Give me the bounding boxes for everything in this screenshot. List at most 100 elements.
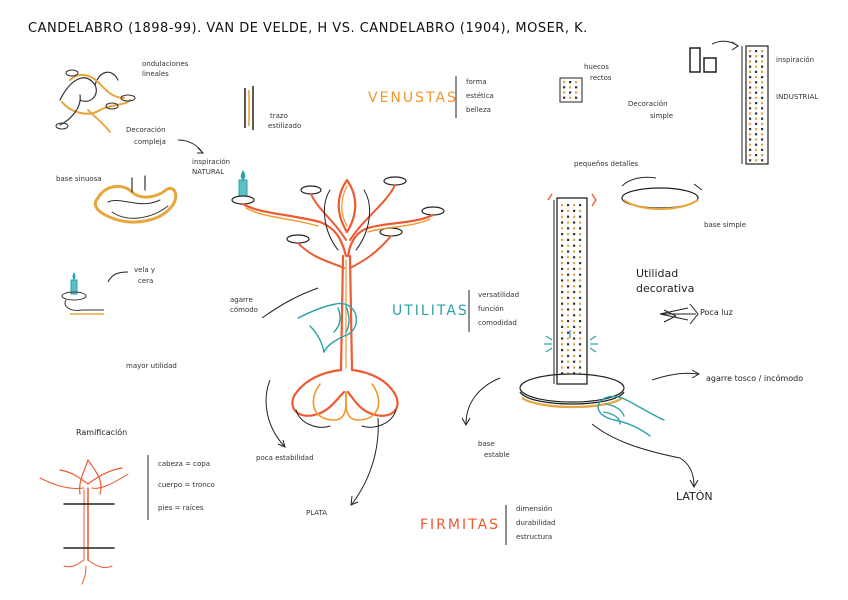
- column-hole: [573, 233, 576, 236]
- column-hole: [755, 96, 758, 99]
- column-hole: [573, 273, 576, 276]
- column-hole: [573, 244, 576, 247]
- note-agarre-2: cómodo: [230, 306, 258, 314]
- note-base-estable-1: base: [478, 440, 495, 448]
- utilitas-item-3: comodidad: [478, 319, 517, 327]
- column-hole: [561, 221, 564, 224]
- column-hole: [561, 366, 564, 369]
- column-hole: [569, 81, 572, 84]
- column-hole: [563, 91, 566, 94]
- column-hole: [573, 204, 576, 207]
- column-hole: [575, 91, 578, 94]
- column-hole: [749, 143, 752, 146]
- column-hole: [573, 221, 576, 224]
- note-decoracion-simple-2: simple: [650, 112, 674, 120]
- column-hole: [749, 65, 752, 68]
- column-hole: [755, 91, 758, 94]
- column-hole: [573, 238, 576, 241]
- column-hole: [561, 291, 564, 294]
- utilitas-item-2: función: [478, 305, 504, 313]
- column-hole: [569, 86, 572, 89]
- column-hole: [755, 138, 758, 141]
- column-hole: [561, 273, 564, 276]
- ramificacion-item-1: cabeza = copa: [158, 460, 211, 468]
- column-hole: [761, 65, 764, 68]
- column-hole: [567, 372, 570, 375]
- column-hole: [573, 302, 576, 305]
- column-hole: [567, 296, 570, 299]
- column-hole: [567, 366, 570, 369]
- column-hole: [761, 159, 764, 162]
- column-hole: [561, 256, 564, 259]
- column-hole: [561, 325, 564, 328]
- note-decoracion-1: Decoración: [126, 126, 166, 134]
- column-hole: [573, 366, 576, 369]
- column-hole: [761, 138, 764, 141]
- column-hole: [579, 372, 582, 375]
- note-decoracion-simple-1: Decoración: [628, 100, 668, 108]
- column-hole: [567, 308, 570, 311]
- column-hole: [567, 256, 570, 259]
- note-mayor-utilidad: mayor utilidad: [126, 362, 177, 370]
- column-hole: [761, 86, 764, 89]
- column-hole: [579, 267, 582, 270]
- column-hole: [561, 349, 564, 352]
- column-hole: [573, 320, 576, 323]
- column-hole: [755, 128, 758, 131]
- column-hole: [761, 133, 764, 136]
- column-hole: [579, 291, 582, 294]
- note-base-sinuosa: base sinuosa: [56, 175, 102, 183]
- column-hole: [755, 65, 758, 68]
- column-hole: [579, 314, 582, 317]
- column-hole: [561, 209, 564, 212]
- column-hole: [761, 70, 764, 73]
- industrial-column-sketch: [741, 45, 769, 165]
- note-inspiracion-industrial-1: inspiración: [776, 56, 815, 64]
- column-hole: [761, 102, 764, 105]
- column-hole: [755, 154, 758, 157]
- column-hole: [561, 233, 564, 236]
- column-hole: [579, 250, 582, 253]
- column-hole: [749, 112, 752, 115]
- column-hole: [573, 331, 576, 334]
- column-hole: [573, 209, 576, 212]
- column-hole: [573, 343, 576, 346]
- column-hole: [755, 112, 758, 115]
- arrow-decoracion: [177, 139, 203, 153]
- column-hole: [567, 262, 570, 265]
- column-hole: [579, 204, 582, 207]
- column-hole: [567, 227, 570, 230]
- firmitas-heading: FIRMITAS: [420, 517, 501, 533]
- column-hole: [567, 320, 570, 323]
- column-hole: [567, 221, 570, 224]
- column-hole: [567, 349, 570, 352]
- column-hole: [761, 107, 764, 110]
- column-hole: [573, 337, 576, 340]
- van-de-velde-candelabra: [231, 170, 445, 428]
- column-hole: [579, 325, 582, 328]
- column-hole: [749, 102, 752, 105]
- note-decoracion-2: compleja: [134, 138, 166, 146]
- column-hole: [761, 112, 764, 115]
- column-hole: [749, 81, 752, 84]
- column-hole: [749, 96, 752, 99]
- ramificacion-heading: Ramificación: [76, 428, 128, 437]
- column-hole: [755, 102, 758, 105]
- column-hole: [561, 331, 564, 334]
- column-hole: [755, 143, 758, 146]
- utilitas-item-1: versatilidad: [478, 291, 520, 299]
- note-huecos-1: huecos: [584, 63, 609, 71]
- note-plata: PLATA: [306, 509, 328, 517]
- light-marks: [544, 330, 598, 353]
- column-hole: [749, 159, 752, 162]
- column-hole: [761, 91, 764, 94]
- column-hole: [573, 256, 576, 259]
- column-hole: [579, 215, 582, 218]
- column-hole: [567, 279, 570, 282]
- note-utilidad-2: decorativa: [636, 282, 695, 295]
- note-poca-luz: Poca luz: [700, 308, 733, 317]
- column-hole: [579, 343, 582, 346]
- base-simple-sketch: [621, 176, 703, 210]
- note-poca-estabilidad: poca estabilidad: [256, 454, 314, 462]
- note-laton: LATÓN: [676, 490, 713, 503]
